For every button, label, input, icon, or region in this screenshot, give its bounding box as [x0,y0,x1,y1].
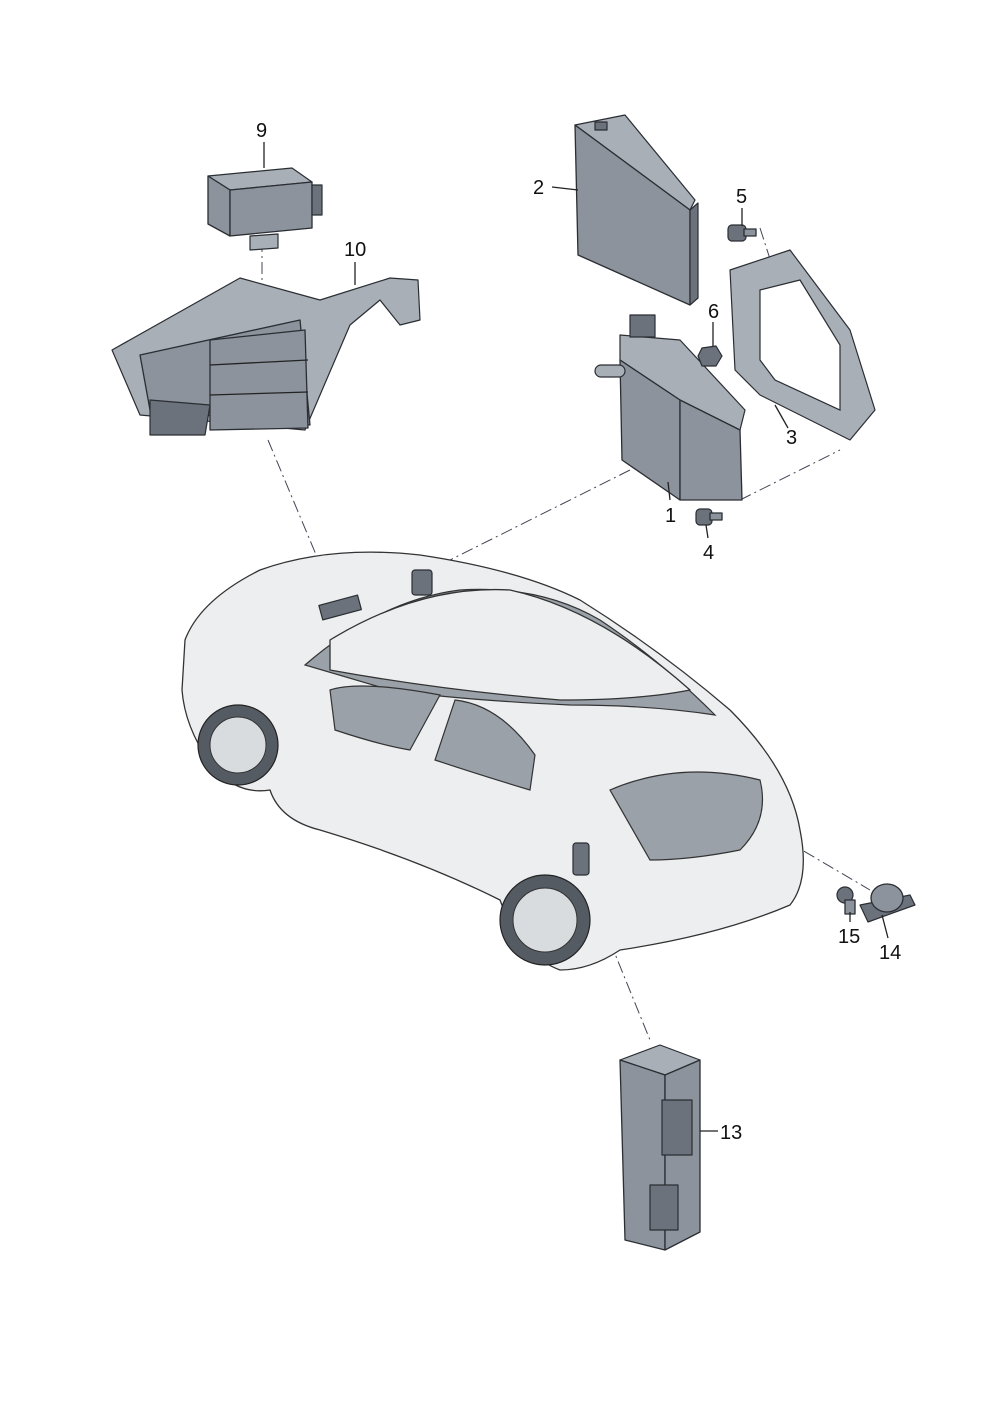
part-14-sensor[interactable] [859,883,916,923]
callout-13: 13 [720,1122,742,1144]
callout-6: 6 [708,301,719,323]
part-6-nut[interactable] [697,345,723,367]
car-illustration [181,551,804,971]
part-2-cover[interactable] [574,114,699,306]
part-15-clip[interactable] [836,886,856,915]
part-3-frame[interactable] [729,249,876,441]
callout-2: 2 [533,177,544,199]
part-13-control-unit[interactable] [619,1044,701,1251]
fasteners [695,224,856,915]
callout-10: 10 [344,239,366,261]
callout-15: 15 [838,926,860,948]
part-1-module[interactable] [594,314,746,501]
callout-4: 4 [703,542,714,564]
part-5-bolt[interactable] [727,224,757,242]
part-10-bracket[interactable] [111,277,421,436]
callout-3: 3 [786,427,797,449]
callout-1: 1 [665,505,676,527]
part-4-bolt[interactable] [695,508,723,526]
callout-labels: 9 10 2 5 6 3 1 4 15 14 13 [256,120,901,1144]
callout-5: 5 [736,186,747,208]
leader-lines [263,142,889,1132]
callout-9: 9 [256,120,267,142]
part-9-control-unit[interactable] [207,167,323,251]
callout-14: 14 [879,942,901,964]
